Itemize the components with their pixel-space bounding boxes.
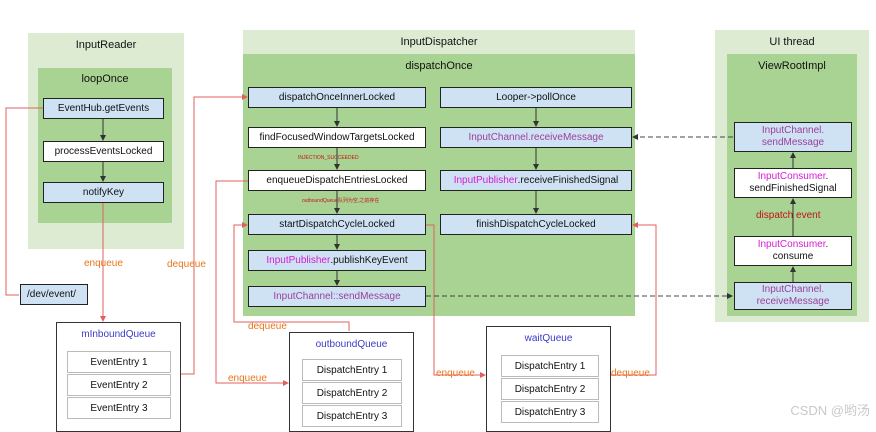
wait-entry-2: DispatchEntry 2 — [501, 378, 599, 400]
publish-key-box: InputPublisher.publishKeyEvent — [248, 250, 426, 271]
dequeue-label-2: dequeue — [248, 321, 287, 332]
inbound-queue: mInboundQueue EventEntry 1 EventEntry 2 … — [56, 322, 181, 432]
ui-consumer-finished-dot: . — [825, 171, 829, 182]
enqueue-label-3: enqueue — [436, 368, 475, 379]
input-dispatcher-title: InputDispatcher — [400, 36, 478, 48]
start-cycle-box: startDispatchCycleLocked — [248, 214, 426, 235]
ui-channel-send-box: InputChannel. sendMessage — [734, 122, 852, 152]
receive-message-box: InputChannel.receiveMessage — [440, 127, 632, 148]
outbound-entry-2: DispatchEntry 2 — [302, 382, 402, 404]
line-wait-finish — [611, 222, 657, 376]
outbound-queue-title: outboundQueue — [315, 339, 388, 350]
ui-consumer-finished-name: InputConsumer — [757, 171, 826, 182]
publish-key-suffix: .publishKeyEvent — [330, 254, 408, 266]
inbound-entry-3: EventEntry 3 — [67, 397, 171, 419]
enqueue-label-1: enqueue — [84, 258, 123, 269]
inbound-entry-2: EventEntry 2 — [67, 374, 171, 396]
outbound-entry-1: DispatchEntry 1 — [302, 359, 402, 381]
find-window-box: findFocusedWindowTargetsLocked — [248, 127, 426, 148]
get-events-box: EventHub.getEvents — [43, 98, 164, 119]
line-getevents-devevent — [5, 107, 43, 296]
ui-consumer-consume-name: InputConsumer — [757, 239, 826, 250]
notify-key-box: notifyKey — [43, 182, 164, 203]
inbound-entry-1: EventEntry 1 — [67, 351, 171, 373]
injection-note: INJECTION_SUCCEEDED — [298, 155, 359, 161]
publish-key-prefix: InputPublisher — [266, 254, 331, 266]
wait-entry-1: DispatchEntry 1 — [501, 355, 599, 377]
wait-queue-title: waitQueue — [524, 333, 573, 344]
outbound-queue: outboundQueue DispatchEntry 1 DispatchEn… — [289, 332, 414, 432]
ui-consumer-consume-dot: . — [825, 239, 829, 250]
finished-signal-suffix: .receiveFinishedSignal — [517, 174, 619, 186]
looper-box: Looper->pollOnce — [440, 87, 632, 108]
line-outbound-start — [233, 222, 350, 331]
ui-consumer-consume-line2: consume — [772, 251, 814, 262]
dispatch-event-label: dispatch event — [756, 210, 821, 221]
connector-lines — [5, 94, 796, 386]
enqueue-entries-box: enqueueDispatchEntriesLocked — [248, 170, 426, 191]
inbound-queue-title: mInboundQueue — [81, 329, 156, 340]
dev-event-box: /dev/event/ — [20, 284, 88, 305]
ui-channel-receive-line2: receiveMessage — [756, 296, 830, 307]
line-enqueue-outbound — [215, 180, 289, 386]
finish-cycle-box: finishDispatchCycleLocked — [440, 214, 632, 235]
ui-consumer-consume-box: InputConsumer. consume — [734, 236, 852, 266]
finished-signal-prefix: InputPublisher — [453, 174, 518, 186]
ui-thread-title: UI thread — [769, 36, 815, 48]
ui-channel-receive-box: InputChannel. receiveMessage — [734, 282, 852, 310]
watermark: CSDN @哟汤 — [790, 403, 870, 418]
ui-consumer-finished-box: InputConsumer. sendFinishedSignal — [734, 168, 852, 198]
finished-signal-box: InputPublisher.receiveFinishedSignal — [440, 170, 632, 191]
ui-consumer-finished-line2: sendFinishedSignal — [749, 183, 837, 194]
ui-channel-send-line1: InputChannel. — [761, 125, 825, 136]
inner-locked-box: dispatchOnceInnerLocked — [248, 87, 426, 108]
view-root-title: ViewRootImpl — [758, 60, 826, 72]
dequeue-label-1: dequeue — [167, 259, 206, 270]
input-reader-title: InputReader — [75, 39, 137, 51]
line-start-wait — [426, 224, 486, 378]
dequeue-label-3: dequeue — [611, 368, 650, 379]
outbound-note: outboundQueue队列为空,之前存在 — [302, 198, 380, 204]
line-inbound-innerlocked — [181, 94, 248, 375]
ui-channel-send-line2: sendMessage — [761, 137, 825, 148]
enqueue-label-2: enqueue — [228, 373, 267, 384]
process-events-box: processEventsLocked — [43, 141, 164, 162]
loop-once-title: loopOnce — [81, 73, 129, 85]
dispatch-once-title: dispatchOnce — [405, 60, 473, 72]
wait-queue: waitQueue DispatchEntry 1 DispatchEntry … — [486, 326, 611, 432]
ui-channel-receive-line1: InputChannel. — [761, 284, 825, 295]
send-message-box: InputChannel::sendMessage — [248, 286, 426, 307]
